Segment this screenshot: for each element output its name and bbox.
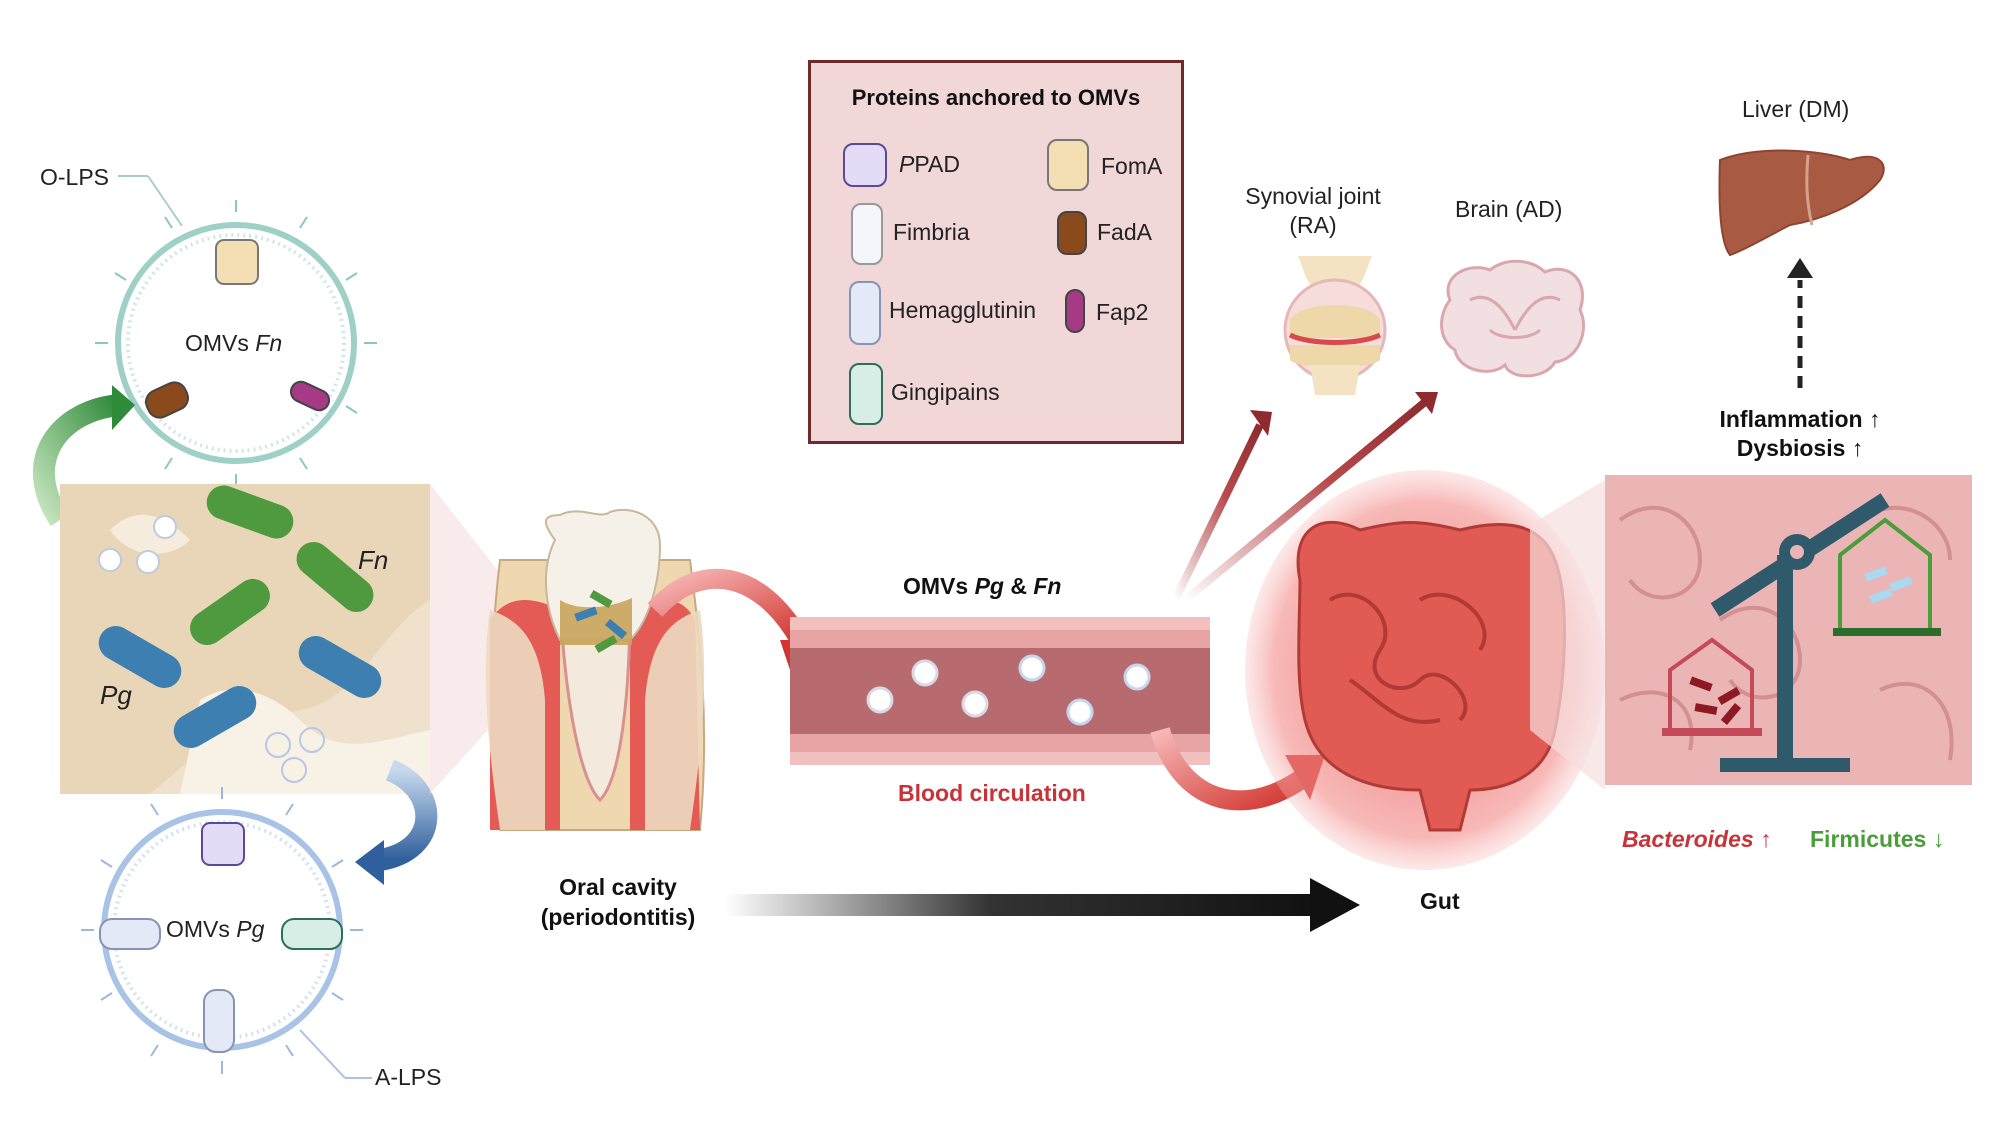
joint-label-line1: Synovial joint <box>1245 183 1381 209</box>
tooth-illustration <box>485 508 706 831</box>
joint-label: Synovial joint (RA) <box>1228 182 1398 240</box>
joint-label-line2: (RA) <box>1289 212 1337 238</box>
blood-vessel <box>790 617 1210 765</box>
arrow-to-joint <box>1171 410 1272 602</box>
legend-swatch-gingipains <box>849 363 883 425</box>
omv-pg-label: OMVs Pg <box>166 916 264 943</box>
o-lps-leader-diag <box>147 175 183 227</box>
legend-label-hemagglutinin: Hemagglutinin <box>889 297 1037 323</box>
bacteroides-label: Bacteroides ↑ <box>1622 826 1772 853</box>
o-lps-label: O-LPS <box>40 164 110 190</box>
legend-label-fap2: Fap2 <box>1096 299 1149 325</box>
inflammation-label: Inflammation ↑ <box>1719 406 1881 432</box>
vessel-title-fn: Fn <box>1033 573 1062 599</box>
brain-illustration <box>1440 259 1586 378</box>
blood-circulation-label: Blood circulation <box>898 780 1086 806</box>
dysbiosis-label: Dysbiosis ↑ <box>1736 435 1864 461</box>
progression-arrow <box>725 878 1360 932</box>
legend-swatch-ppad <box>843 143 887 187</box>
legend-swatch-foma <box>1047 139 1089 191</box>
blue-curve-arrow <box>377 759 438 871</box>
joint-illustration <box>1283 256 1387 395</box>
oral-cavity-line1: Oral cavity <box>559 874 677 900</box>
omv-fn-label-prefix: OMVs <box>185 330 249 356</box>
gut-illustration <box>1245 470 1605 870</box>
vessel-title-amp: & <box>1010 573 1027 599</box>
vessel-title-prefix: OMVs <box>903 573 969 599</box>
arrow-to-brain <box>1182 392 1438 604</box>
omv-pg-vesicle <box>81 787 363 1074</box>
omv-fn-label-species: Fn <box>255 330 283 356</box>
legend-title: Proteins anchored to OMVs <box>851 85 1141 110</box>
microbiota-panel <box>1605 475 1972 785</box>
omv-pg-label-prefix: OMVs <box>166 916 230 942</box>
a-lps-label: A-LPS <box>375 1064 442 1090</box>
vessel-title: OMVs Pg & Fn <box>903 573 1061 600</box>
liver-illustration <box>1718 149 1885 257</box>
bacteroides-name: Bacteroides <box>1622 826 1754 852</box>
arrow-to-liver <box>1787 258 1813 388</box>
vessel-title-pg: Pg <box>974 573 1004 599</box>
vessel-to-gut-arrow <box>1150 726 1306 811</box>
green-arrow-head <box>112 385 135 430</box>
legend-label-gingipains: Gingipains <box>891 379 1000 405</box>
biofilm-fn-label: Fn <box>358 545 389 575</box>
legend-swatch-hemagglutinin <box>849 281 881 345</box>
blue-arrow-head <box>355 840 384 885</box>
firmicutes-label: Firmicutes ↓ <box>1810 826 1945 852</box>
effects-label: Inflammation ↑ Dysbiosis ↑ <box>1685 405 1915 463</box>
green-curve-arrow <box>32 394 122 527</box>
gut-label: Gut <box>1420 888 1460 914</box>
oral-cavity-label: Oral cavity (periodontitis) <box>518 872 718 932</box>
biofilm-pg-label: Pg <box>100 680 132 710</box>
legend-label-ppad: PPAD <box>899 151 960 178</box>
omv-pg-label-species: Pg <box>236 916 265 942</box>
a-lps-leader <box>299 1029 346 1079</box>
omv-fn-label: OMVs Fn <box>185 330 282 357</box>
oral-cavity-line2: (periodontitis) <box>540 904 696 930</box>
liver-label: Liver (DM) <box>1742 96 1850 122</box>
legend-swatch-fada <box>1057 211 1087 255</box>
protein-legend: Proteins anchored to OMVs PPAD FomA Fimb… <box>808 60 1184 444</box>
legend-label-fada: FadA <box>1097 219 1152 245</box>
legend-label-ppad-italic: P <box>899 151 915 177</box>
omv-fn-vesicle <box>95 200 377 487</box>
brain-label: Brain (AD) <box>1455 196 1563 222</box>
legend-swatch-fimbria <box>851 203 883 265</box>
bacteroides-arrow: ↑ <box>1760 826 1772 852</box>
legend-label-ppad-rest: PAD <box>914 151 960 177</box>
legend-label-fimbria: Fimbria <box>893 219 970 245</box>
legend-swatch-fap2 <box>1065 289 1085 333</box>
biofilm-panel <box>60 484 430 794</box>
legend-label-foma: FomA <box>1101 153 1163 179</box>
tooth-to-vessel-arrow <box>647 568 809 646</box>
